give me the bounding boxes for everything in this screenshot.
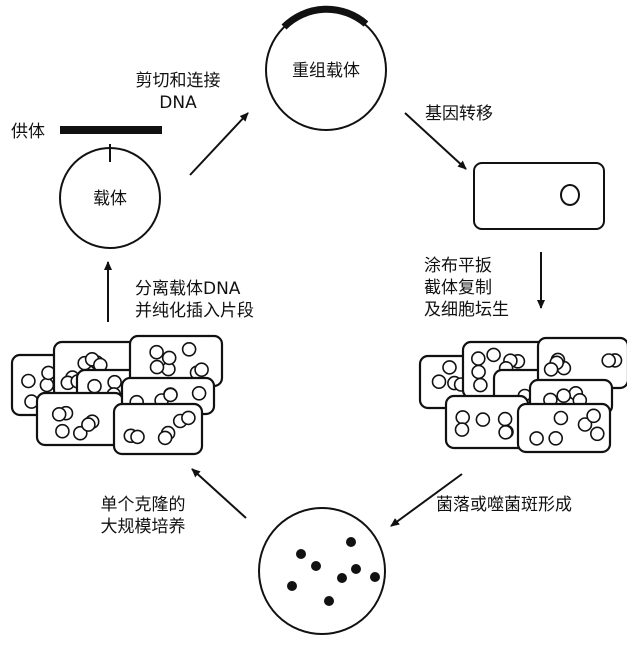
- plasmid-circle: [51, 406, 67, 422]
- plasmid-circle: [529, 431, 544, 446]
- vector-node: [59, 126, 162, 249]
- colony-dot: [296, 549, 306, 559]
- bacterial-cell: [35, 391, 125, 447]
- cultured-cells-cluster-left: [10, 334, 224, 456]
- colony-dot: [346, 537, 356, 547]
- plasmid-circle: [553, 410, 569, 426]
- plating-line-2: 截体复制: [424, 278, 492, 298]
- plasmid-circle: [149, 359, 165, 375]
- inserted-dna-arc: [281, 5, 369, 30]
- donor-dna-bar: [60, 126, 162, 134]
- plasmid-circle: [471, 364, 486, 380]
- plasmid-circle: [548, 430, 564, 446]
- plasmid-circle: [498, 424, 513, 440]
- bacterial-cell: [516, 402, 612, 454]
- bacterial-cell: [444, 394, 530, 450]
- plasmid-circle: [55, 423, 70, 439]
- petri-dish: [258, 507, 386, 635]
- plasmid-circle: [194, 362, 209, 378]
- culture-label: 单个克隆的 大规模培养: [80, 494, 206, 538]
- plasmid-circle: [473, 377, 488, 393]
- plasmid-circle: [601, 353, 617, 368]
- plasmid-circle: [577, 417, 593, 432]
- gene-transfer-label: 基因转移: [425, 104, 493, 124]
- plasmid-circle: [486, 347, 501, 363]
- plasmid-circle: [442, 360, 457, 375]
- vector-label: 载体: [93, 189, 127, 209]
- arrow-cells-to-dish: [390, 473, 463, 527]
- culture-line-2: 大规模培养: [100, 517, 186, 537]
- arrow-recombinant-to-cell: [404, 112, 467, 170]
- plasmid-circle: [39, 377, 55, 393]
- plasmid-circle: [497, 411, 513, 427]
- plasmid-circle: [475, 412, 491, 427]
- plasmid-circle: [543, 362, 559, 377]
- plasmid-circle: [81, 417, 96, 432]
- plasmid-circle: [454, 422, 470, 437]
- host-cell-node: [473, 162, 605, 230]
- plasmid-circle: [181, 341, 197, 357]
- isolate-line-2: 并纯化插入片段: [135, 301, 254, 321]
- plating-label: 涂布平扳 截体复制 及细胞坛生: [424, 255, 509, 321]
- plasmid-circle: [161, 350, 177, 366]
- colonies-label: 菌落或噬菌斑形成: [436, 495, 572, 515]
- plasmid-circle: [191, 385, 207, 401]
- colony-dot: [324, 596, 334, 606]
- arrow-vector-to-recombinant: [189, 112, 249, 176]
- plasmid-in-cell: [560, 184, 580, 206]
- colony-dot: [370, 572, 380, 582]
- host-cell: [473, 162, 605, 230]
- cut-ligate-line-2: DNA: [159, 93, 197, 113]
- culture-line-1: 单个克隆的: [100, 495, 186, 515]
- isolate-line-1: 分离载体DNA: [135, 279, 241, 299]
- isolate-label: 分离载体DNA 并纯化插入片段: [135, 278, 254, 322]
- plasmid-circle: [556, 388, 572, 404]
- cut-ligate-label: 剪切和连接 DNA: [120, 70, 236, 114]
- colony-dot: [337, 573, 347, 583]
- plasmid-circle: [87, 378, 102, 394]
- plasmid-circle: [163, 387, 178, 403]
- plating-line-1: 涂布平扳: [424, 256, 492, 276]
- recombinant-vector-label: 重组载体: [292, 61, 360, 81]
- plasmid-circle: [586, 408, 601, 424]
- cut-ligate-line-1: 剪切和连接: [135, 71, 221, 91]
- petri-dish-node: [258, 507, 386, 635]
- plasmid-circle: [157, 430, 173, 446]
- donor-label: 供体: [11, 122, 45, 142]
- colony-dot: [287, 581, 297, 591]
- colony-dot: [351, 564, 361, 574]
- bacterial-cell: [128, 334, 224, 388]
- plasmid-circle: [431, 374, 447, 390]
- recombinant-vector-node: [265, 5, 387, 131]
- colony-dot: [311, 561, 321, 571]
- plasmid-circle: [181, 410, 196, 426]
- plasmid-circle: [149, 344, 164, 360]
- plasmid-circle: [21, 373, 36, 389]
- plasmid-circle: [470, 351, 486, 366]
- replicating-cells-cluster-right: [418, 336, 627, 454]
- plasmid-circle: [130, 429, 145, 445]
- plasmid-circle: [107, 374, 122, 390]
- plasmid-circle: [589, 426, 605, 442]
- arrow-dish-to-culture: [191, 468, 247, 519]
- plating-line-3: 及细胞坛生: [424, 300, 509, 320]
- bacterial-cell: [536, 336, 627, 390]
- bacterial-cell: [112, 402, 204, 456]
- plasmid-circle: [455, 410, 471, 425]
